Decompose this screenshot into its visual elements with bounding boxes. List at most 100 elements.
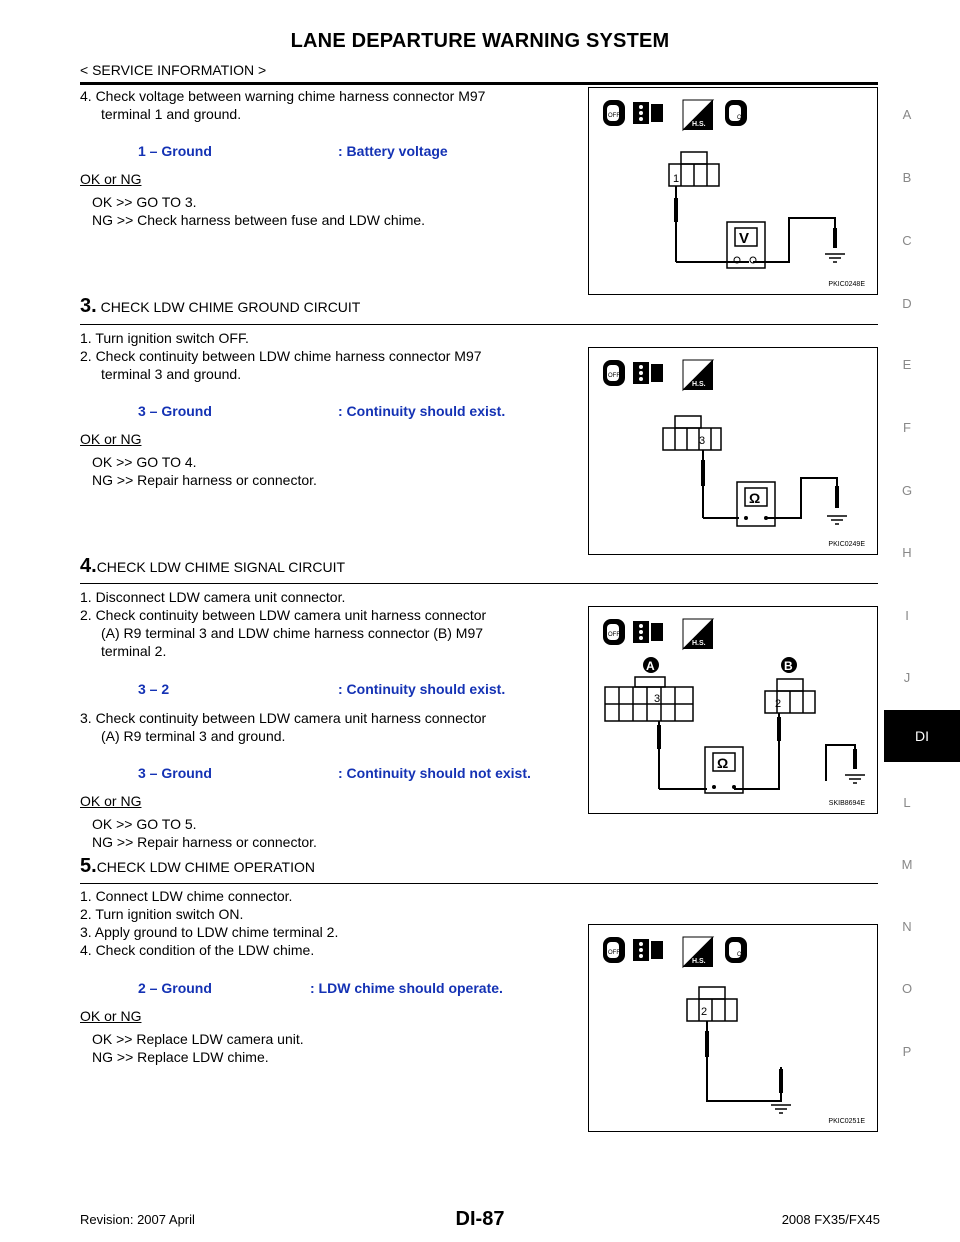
spec-right: : Battery voltage <box>338 143 448 159</box>
wiring-diagram: OFF H.S. ON 2 <box>603 936 791 1114</box>
index-tab-active[interactable]: DI <box>884 710 960 762</box>
svg-text:V: V <box>739 230 749 247</box>
ignition-off-icon: OFF <box>603 100 625 126</box>
index-letter-j[interactable]: J <box>903 670 911 685</box>
ng-result: NG >> Check harness between fuse and LDW… <box>92 212 426 228</box>
ok-ng-label: OK or NG <box>80 171 142 187</box>
figure-code: PKIC0249E <box>828 541 865 548</box>
index-letter-p[interactable]: P <box>902 1044 912 1059</box>
connector-b-badge: B <box>781 657 797 673</box>
step-text: 3. Check continuity between LDW camera u… <box>80 710 487 726</box>
terminal-number: 3 <box>699 435 705 447</box>
spec-left: 3 – 2 <box>138 681 170 697</box>
step-text: terminal 3 and ground. <box>101 366 242 382</box>
terminal-number: 3 <box>654 693 660 705</box>
svg-text:ON: ON <box>737 952 746 958</box>
index-letter-o[interactable]: O <box>901 981 913 996</box>
step-text: 2. Check continuity between LDW chime ha… <box>80 348 482 364</box>
step-text: (A) R9 terminal 3 and ground. <box>101 728 286 744</box>
disconnect-connector-icon <box>633 939 663 961</box>
step-text: 1. Turn ignition switch OFF. <box>80 330 249 346</box>
ok-result: OK >> GO TO 5. <box>92 816 197 832</box>
connector-shape <box>662 415 722 451</box>
index-letter-l[interactable]: L <box>903 795 911 810</box>
index-letter-e[interactable]: E <box>902 357 912 372</box>
svg-text:H.S.: H.S. <box>692 381 706 388</box>
divider <box>80 883 878 884</box>
svg-text:H.S.: H.S. <box>692 958 706 965</box>
svg-text:Ω: Ω <box>749 490 760 506</box>
harness-side-icon: H.S. <box>682 936 715 969</box>
svg-text:A: A <box>646 659 655 673</box>
index-letter-d[interactable]: D <box>902 296 912 311</box>
ok-result: OK >> GO TO 4. <box>92 454 197 470</box>
index-letter-g[interactable]: G <box>901 483 913 498</box>
ground-symbol <box>827 515 847 525</box>
harness-side-icon: H.S. <box>682 618 715 651</box>
step-text: terminal 2. <box>101 643 167 659</box>
svg-text:ON: ON <box>737 115 746 121</box>
connector-a-badge: A <box>643 657 659 673</box>
index-letter-m[interactable]: M <box>901 857 913 872</box>
spec-left: 3 – Ground <box>138 765 212 781</box>
signal-check-figure: OFF H.S. A B 3 <box>588 606 878 814</box>
step-heading: 4.CHECK LDW CHIME SIGNAL CIRCUIT <box>80 555 346 577</box>
ignition-on-icon: ON <box>725 937 747 963</box>
ok-result: OK >> Replace LDW camera unit. <box>92 1031 304 1047</box>
divider <box>80 583 878 584</box>
ignition-off-icon: OFF <box>603 937 625 963</box>
spec-left: 3 – Ground <box>138 403 212 419</box>
connector-shape <box>686 986 738 1022</box>
ohmmeter-icon: Ω <box>704 746 744 794</box>
spec-left: 2 – Ground <box>138 980 212 996</box>
index-letter-b[interactable]: B <box>902 170 912 185</box>
page-title: LANE DEPARTURE WARNING SYSTEM <box>290 30 670 52</box>
step-text: 4. Check condition of the LDW chime. <box>80 942 315 958</box>
index-letter-h[interactable]: H <box>902 545 912 560</box>
connector-b-shape <box>764 678 816 714</box>
index-letter-i[interactable]: I <box>905 608 909 623</box>
connector-shape <box>668 151 720 187</box>
index-letter-a[interactable]: A <box>902 107 912 122</box>
figure-code: PKIC0251E <box>828 1118 865 1125</box>
index-letter-n[interactable]: N <box>902 919 912 934</box>
step-text: 4. Check voltage between warning chime h… <box>80 88 486 104</box>
svg-text:OFF: OFF <box>608 632 620 638</box>
spec-left: 1 – Ground <box>138 143 212 159</box>
connector-a-shape <box>604 676 694 722</box>
header-rule <box>80 82 878 85</box>
svg-text:Ω: Ω <box>717 755 728 771</box>
spec-right: : Continuity should not exist. <box>338 765 531 781</box>
voltage-check-figure: OFF H.S. ON 1 V <box>588 87 878 295</box>
step-text: 1. Disconnect LDW camera unit connector. <box>80 589 346 605</box>
disconnect-connector-icon <box>633 621 663 643</box>
disconnect-connector-icon <box>633 102 663 124</box>
ok-ng-label: OK or NG <box>80 1008 142 1024</box>
step-text: 1. Connect LDW chime connector. <box>80 888 293 904</box>
index-letter-f[interactable]: F <box>903 420 911 435</box>
terminal-number: 1 <box>673 173 679 185</box>
svg-text:OFF: OFF <box>608 113 620 119</box>
disconnect-connector-icon <box>633 362 663 384</box>
wiring-diagram: OFF H.S. 3 Ω <box>603 359 847 527</box>
index-letter-c[interactable]: C <box>902 233 912 248</box>
page-number: DI-87 <box>455 1208 505 1230</box>
ohmmeter-icon: Ω <box>736 481 776 527</box>
ng-result: NG >> Replace LDW chime. <box>92 1049 269 1065</box>
svg-text:OFF: OFF <box>608 373 620 379</box>
svg-text:B: B <box>784 659 793 673</box>
step-text: (A) R9 terminal 3 and LDW chime harness … <box>101 625 484 641</box>
operation-check-figure: OFF H.S. ON 2 PKIC0251E <box>588 924 878 1132</box>
revision-label: Revision: 2007 April <box>80 1212 195 1227</box>
svg-text:H.S.: H.S. <box>692 121 706 128</box>
ground-check-figure: OFF H.S. 3 Ω <box>588 347 878 555</box>
wiring-diagram: OFF H.S. ON 1 V <box>603 99 845 269</box>
terminal-number: 2 <box>701 1006 707 1018</box>
ground-symbol <box>845 774 865 784</box>
ng-result: NG >> Repair harness or connector. <box>92 834 317 850</box>
ignition-on-icon: ON <box>725 100 747 126</box>
svg-text:OFF: OFF <box>608 950 620 956</box>
model-label: 2008 FX35/FX45 <box>781 1212 880 1227</box>
ok-result: OK >> GO TO 3. <box>92 194 197 210</box>
spec-right: : LDW chime should operate. <box>310 980 503 996</box>
